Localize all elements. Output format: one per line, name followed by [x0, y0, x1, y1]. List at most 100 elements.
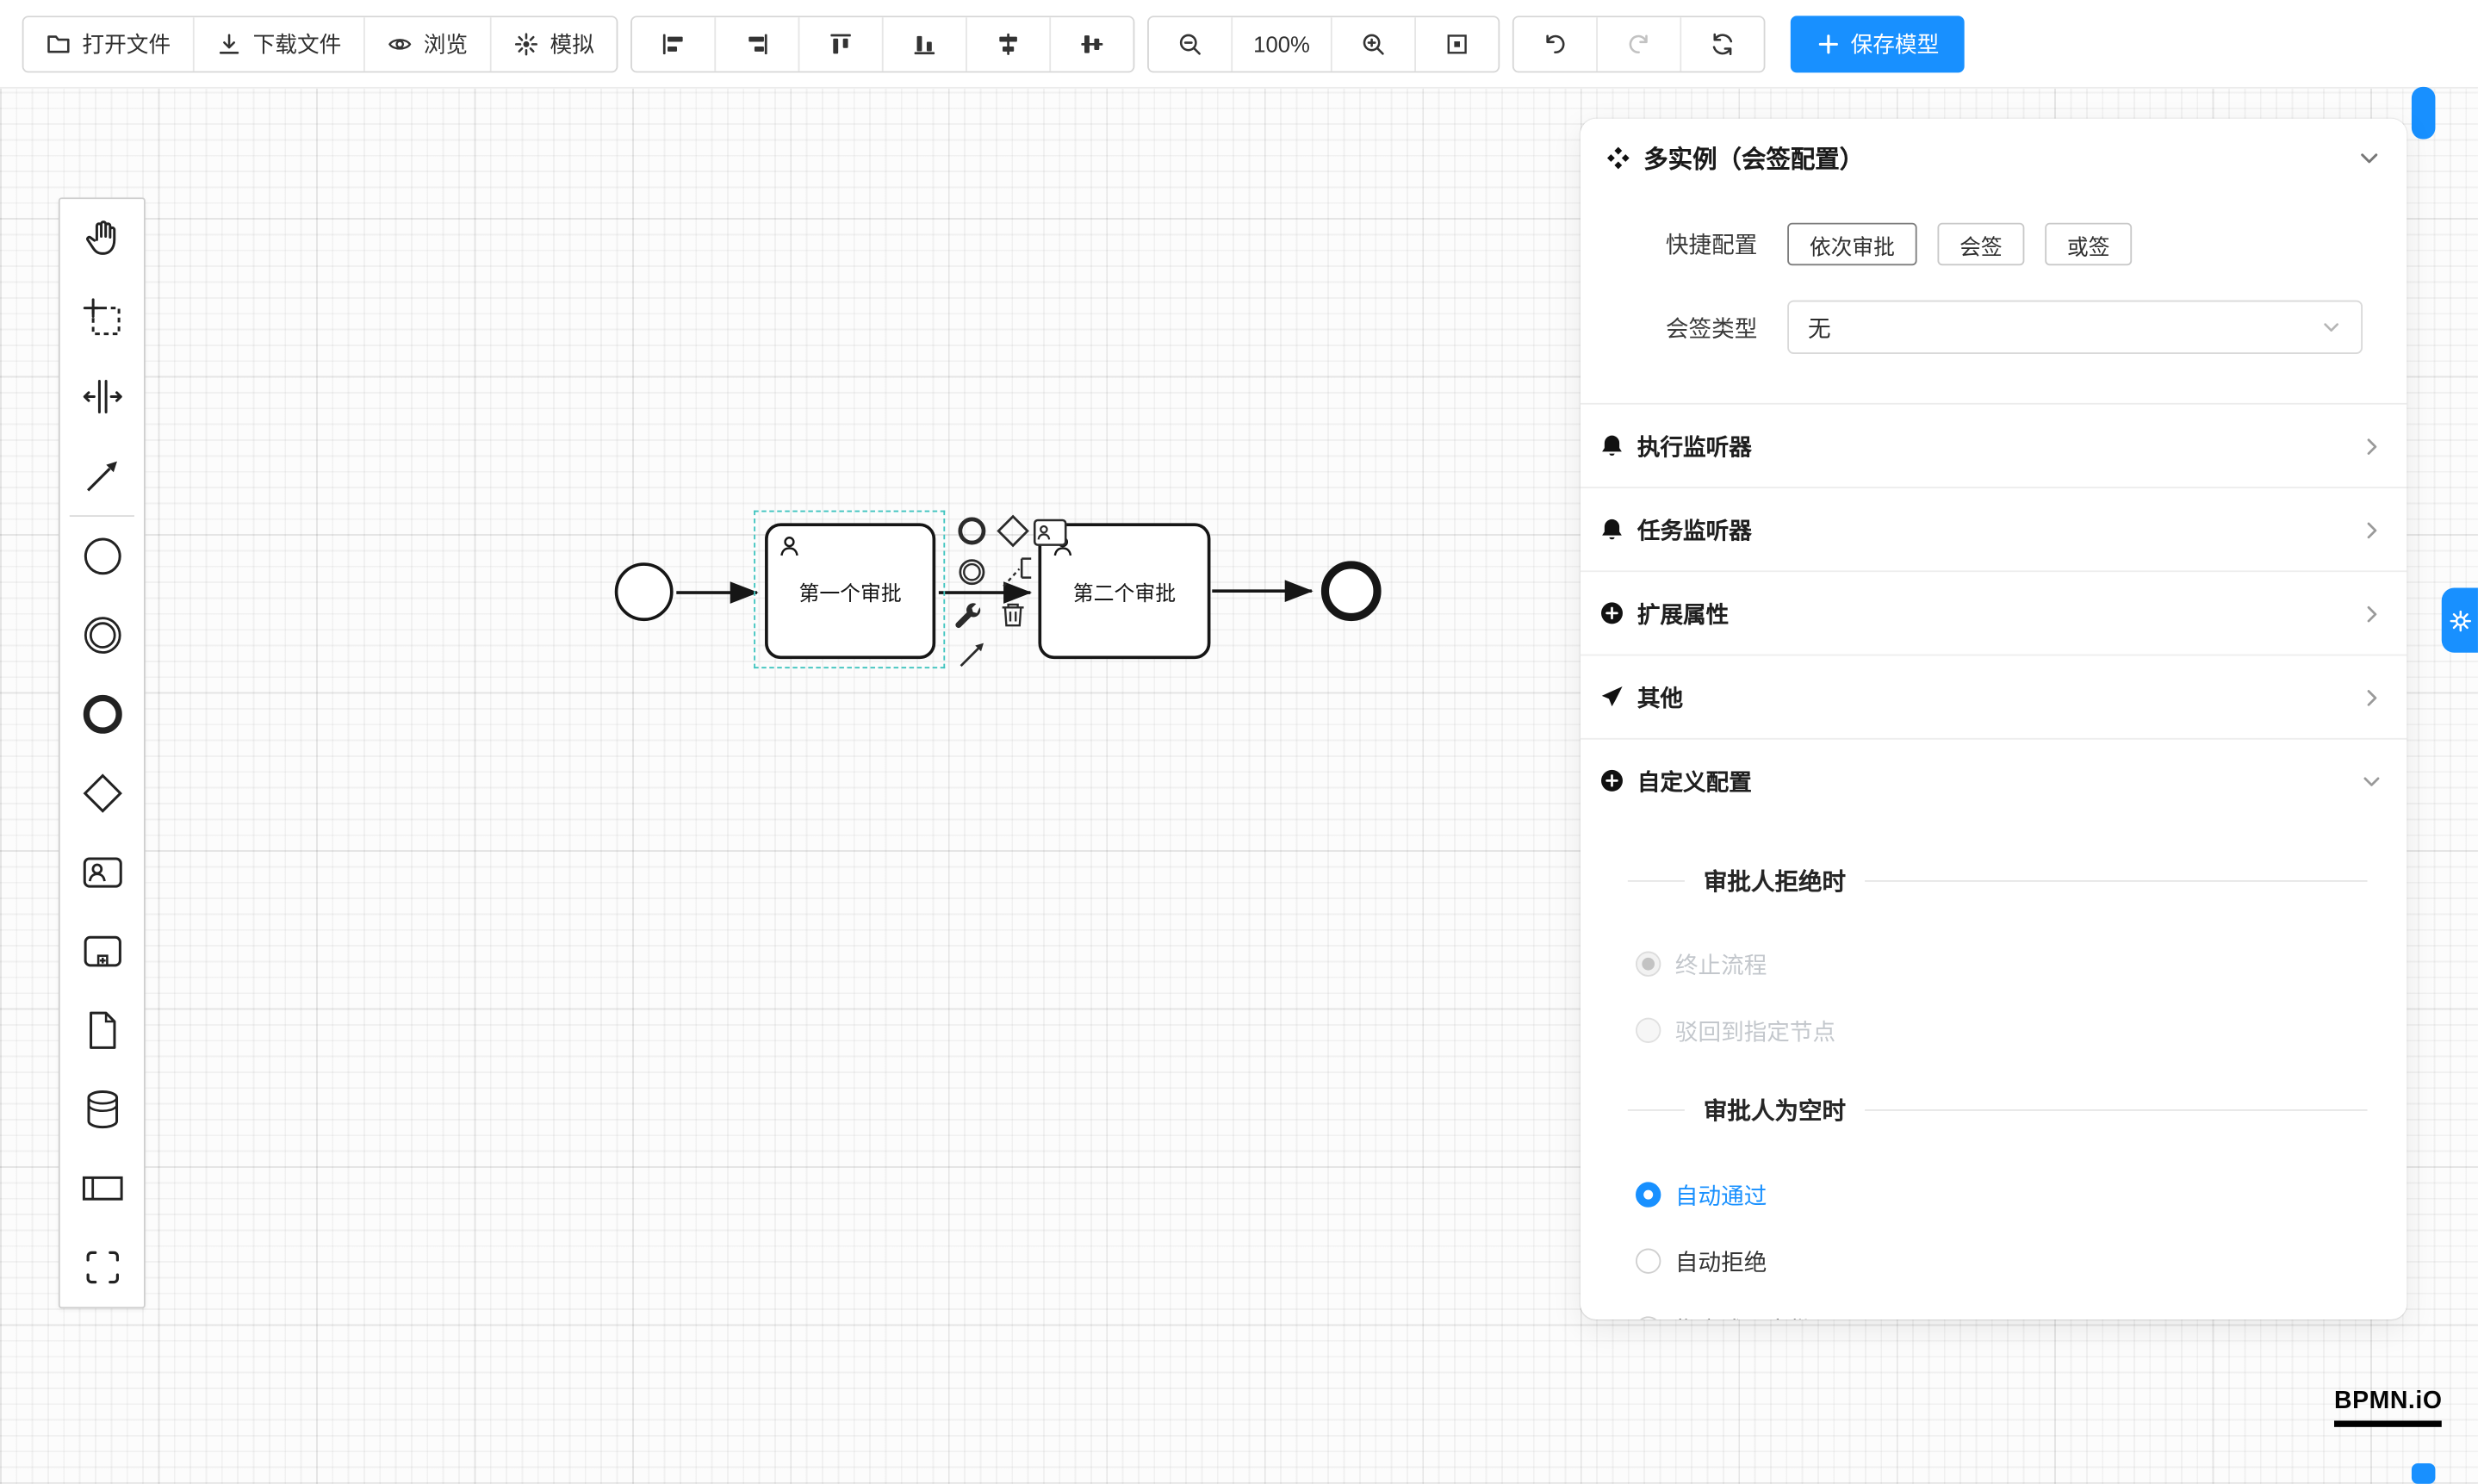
align-right-icon	[748, 33, 767, 54]
create-user-task[interactable]	[60, 833, 144, 912]
quick-config-orsign-button[interactable]: 或签	[2045, 222, 2133, 266]
bell-icon	[1602, 518, 1622, 540]
sign-type-select[interactable]: 无	[1787, 300, 2363, 354]
radio-auto-reject[interactable]: 自动拒绝	[1636, 1244, 2407, 1278]
radio-button[interactable]	[1636, 951, 1661, 977]
radio-reject-to-node[interactable]: 驳回到指定节点	[1636, 1013, 2407, 1047]
participant-icon	[82, 1176, 122, 1201]
task-first-approval[interactable]: 第一个审批	[765, 523, 936, 660]
fit-viewport-button[interactable]	[1414, 16, 1499, 71]
task-second-approval[interactable]: 第二个审批	[1038, 523, 1211, 660]
context-pad-text-annotation[interactable]	[999, 549, 1043, 593]
approver-empty-title: 审批人为空时	[1703, 1098, 1847, 1126]
lasso-tool[interactable]	[60, 278, 144, 357]
context-pad-append-task[interactable]	[1032, 517, 1068, 549]
create-group[interactable]	[60, 1228, 144, 1307]
end-event-icon	[958, 517, 986, 545]
radio-button[interactable]	[1636, 1182, 1661, 1208]
section-execution-listener[interactable]: 执行监听器	[1581, 405, 2407, 487]
panel-toggle-tab[interactable]	[2441, 587, 2478, 653]
chevron-down-icon	[2363, 776, 2380, 785]
multi-instance-icon	[1606, 146, 1630, 170]
align-top-icon	[830, 33, 851, 53]
align-bottom-button[interactable]	[881, 16, 966, 71]
create-subprocess[interactable]	[60, 912, 144, 991]
context-pad-append-gateway[interactable]	[996, 513, 1030, 548]
end-event-icon	[82, 694, 121, 734]
undo-icon	[1546, 34, 1565, 53]
context-pad-append-intermediate-event[interactable]	[956, 556, 988, 588]
chevron-right-icon	[2367, 689, 2377, 705]
approver-reject-title: 审批人拒绝时	[1703, 869, 1847, 897]
align-right-button[interactable]	[714, 16, 798, 71]
end-event[interactable]	[1320, 561, 1382, 622]
context-pad-append-end-event[interactable]	[956, 515, 988, 547]
sign-type-value: 无	[1808, 316, 1831, 343]
create-gateway[interactable]	[60, 754, 144, 833]
gateway-icon	[997, 514, 1029, 548]
folder-icon	[47, 34, 70, 53]
plus-icon	[1818, 34, 1838, 53]
preview-button[interactable]: 浏览	[363, 16, 490, 71]
eye-icon	[388, 38, 412, 49]
section-extended-properties[interactable]: 扩展属性	[1580, 570, 2407, 654]
redo-button[interactable]	[1596, 16, 1680, 71]
radio-terminate-process[interactable]: 终止流程	[1636, 947, 2407, 981]
global-connect-tool[interactable]	[60, 436, 144, 515]
radio-button[interactable]	[1636, 1017, 1661, 1043]
section-custom-config[interactable]: 自定义配置	[1580, 737, 2407, 822]
zoom-out-icon	[1179, 33, 1201, 54]
align-tools	[630, 15, 1135, 72]
connect-arrow-icon	[86, 461, 117, 492]
gear-icon	[2449, 609, 2471, 631]
sign-type-label: 会签类型	[1665, 316, 1758, 343]
scrollbar-thumb-bottom[interactable]	[2411, 1463, 2436, 1484]
plus-circle-icon	[1601, 602, 1623, 624]
zoom-in-button[interactable]	[1330, 16, 1415, 71]
create-participant[interactable]	[60, 1149, 144, 1228]
align-top-button[interactable]	[798, 16, 882, 71]
create-intermediate-event[interactable]	[60, 596, 144, 675]
refresh-button[interactable]	[1680, 16, 1764, 71]
start-event[interactable]	[614, 562, 674, 622]
align-center-horizontal-button[interactable]	[966, 16, 1050, 71]
download-file-button[interactable]: 下载文件	[192, 16, 364, 71]
align-bottom-icon	[914, 34, 935, 54]
context-pad-replace[interactable]	[953, 600, 981, 629]
align-center-vertical-button[interactable]	[1049, 16, 1133, 71]
section-other[interactable]: 其他	[1580, 654, 2407, 738]
panel-header[interactable]: 多实例（会签配置）	[1581, 119, 2407, 198]
simulate-button[interactable]: 模拟	[489, 16, 617, 71]
create-datastore[interactable]	[60, 1070, 144, 1149]
context-pad-connect[interactable]	[956, 638, 988, 670]
radio-auto-pass[interactable]: 自动通过	[1636, 1177, 2407, 1212]
undo-button[interactable]	[1513, 16, 1597, 71]
section-task-listener[interactable]: 任务监听器	[1580, 487, 2407, 570]
open-file-button[interactable]: 打开文件	[23, 16, 193, 71]
scrollbar-thumb-top[interactable]	[2411, 86, 2436, 140]
properties-panel: 多实例（会签配置） 快捷配置 依次审批 会签 或签 会签类型 无	[1580, 118, 2407, 1320]
connect-arrow-icon	[960, 643, 984, 667]
create-document[interactable]	[60, 990, 144, 1070]
align-left-button[interactable]	[631, 16, 715, 71]
create-start-event[interactable]	[60, 517, 144, 596]
hand-tool[interactable]	[60, 199, 144, 278]
context-pad-delete[interactable]	[999, 600, 1028, 629]
radio-assign-member[interactable]: 指定成员审批	[1636, 1312, 2407, 1320]
chevron-right-icon	[2367, 521, 2377, 538]
space-tool[interactable]	[60, 357, 144, 437]
palette	[58, 197, 146, 1309]
chevron-down-icon[interactable]	[2357, 146, 2382, 171]
datastore-icon	[86, 1090, 118, 1129]
approver-empty-divider: 审批人为空时	[1627, 1094, 2368, 1127]
zoom-out-button[interactable]	[1148, 16, 1232, 71]
bell-icon	[1602, 435, 1622, 456]
radio-button[interactable]	[1636, 1248, 1661, 1274]
quick-config-sequential-button[interactable]: 依次审批	[1787, 222, 1917, 266]
download-icon	[219, 33, 239, 53]
text-annotation-icon	[1003, 557, 1032, 587]
create-end-event[interactable]	[60, 674, 144, 754]
quick-config-countersign-button[interactable]: 会签	[1937, 222, 2025, 266]
radio-button[interactable]	[1636, 1316, 1661, 1320]
save-model-button[interactable]: 保存模型	[1790, 15, 1965, 72]
